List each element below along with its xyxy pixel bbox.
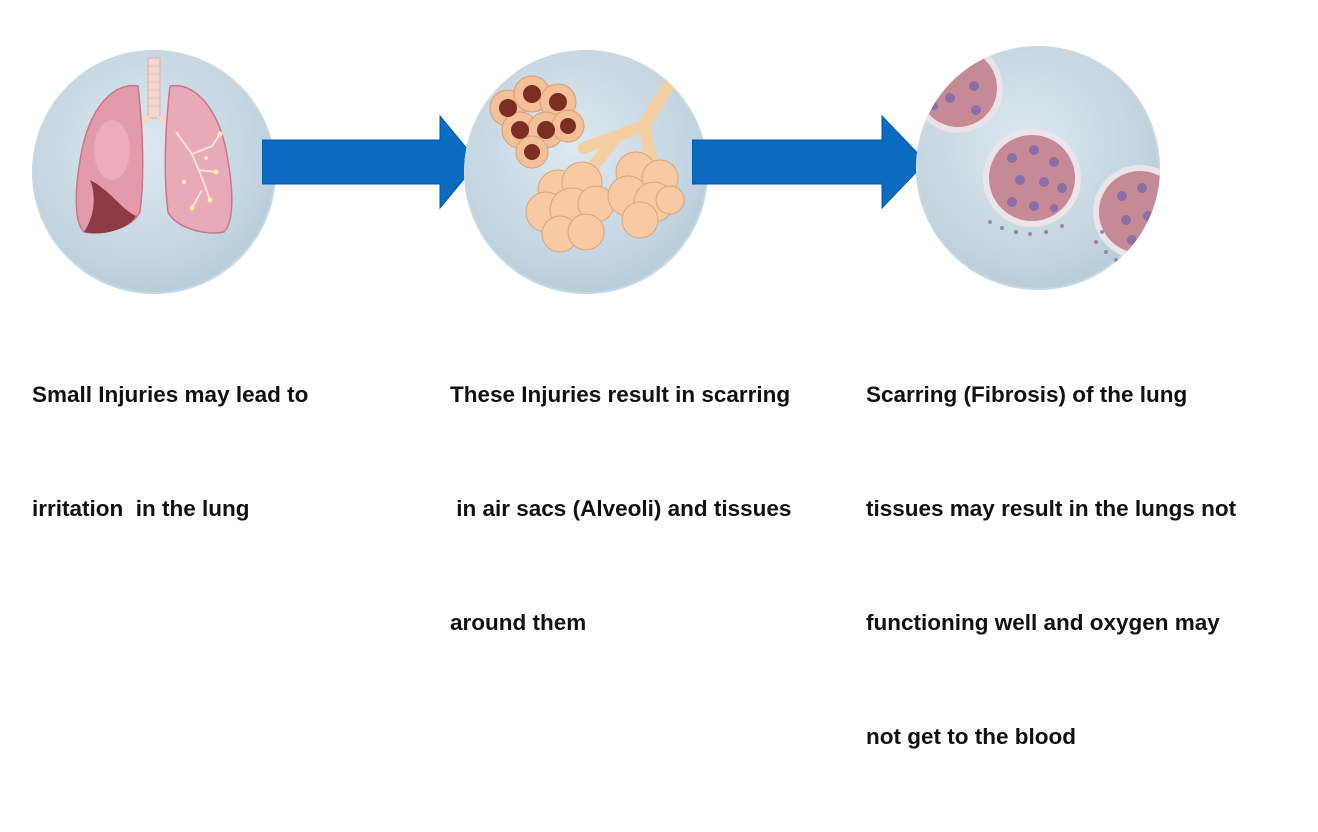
fibrosis-process-diagram: Small Injuries may lead to irritation in… [32,46,1236,749]
fibrosis-icon [916,46,1160,262]
step-3-caption: Scarring (Fibrosis) of the lung tissues … [866,300,1236,832]
caption-line: Scarring (Fibrosis) of the lung [866,382,1188,407]
caption-line: not get to the blood [866,724,1076,749]
caption-line: functioning well and oxygen may [866,610,1220,635]
arrow-right-icon [262,114,479,210]
alveoli-icon [489,64,685,253]
caption-line: These Injuries result in scarring [450,382,791,407]
alveoli-illustration [464,50,708,294]
step-1-caption: Small Injuries may lead to irritation in… [32,300,308,604]
fibrosis-illustration [916,46,1160,290]
caption-line: tissues may result in the lungs not [866,496,1237,521]
lungs-illustration [32,50,276,294]
caption-line: Small Injuries may lead to [32,382,309,407]
step-2-caption: These Injuries result in scarring in air… [450,300,791,718]
caption-line: irritation in the lung [32,496,250,521]
lungs-icon [75,57,233,234]
caption-line: around them [450,610,587,635]
caption-line: in air sacs (Alveoli) and tissues [450,496,792,521]
arrow-right-icon [692,114,927,210]
